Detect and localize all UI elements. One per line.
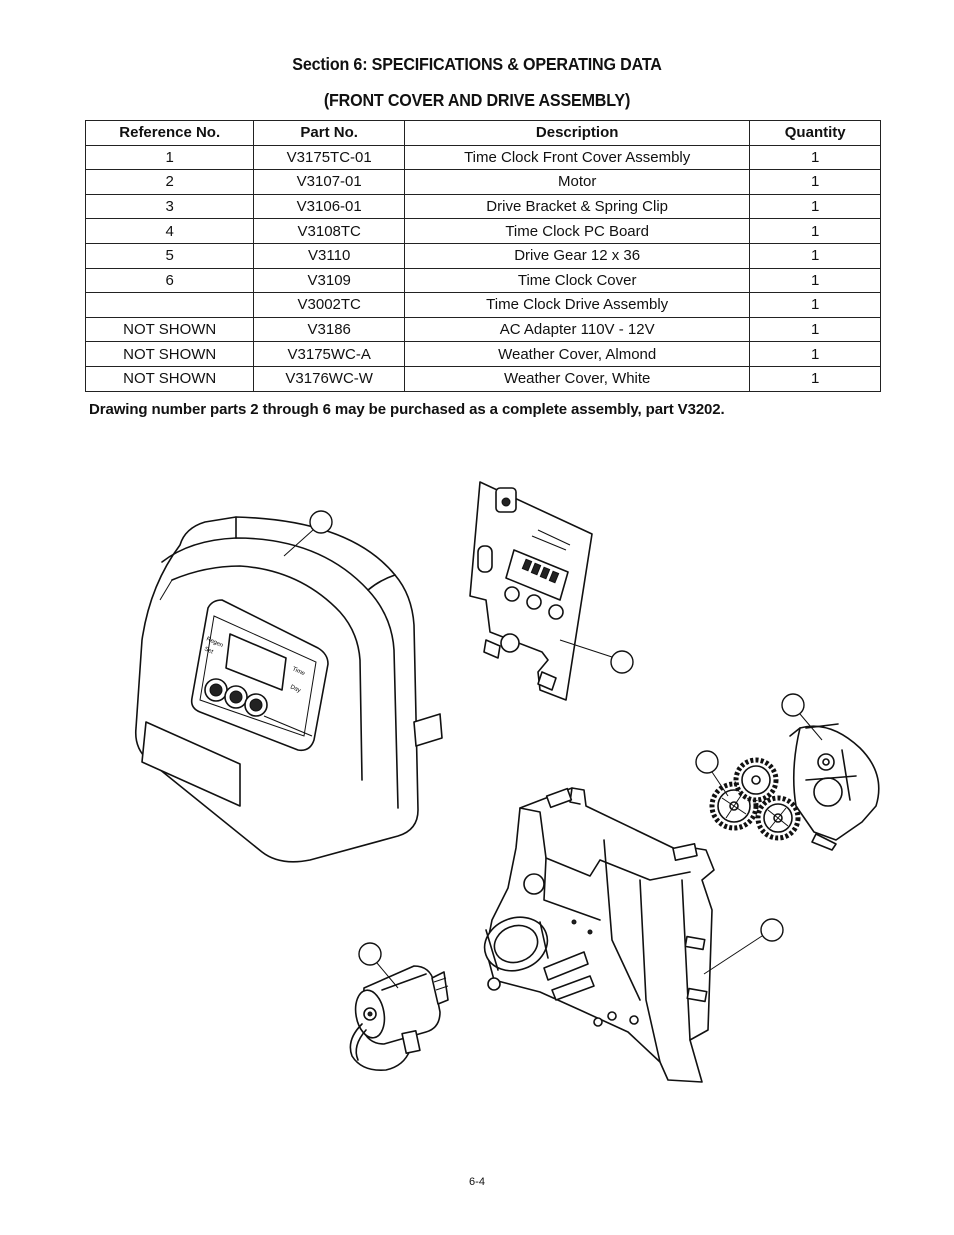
ref-no-cell: NOT SHOWN <box>84 365 255 392</box>
ref-no-cell: 1 <box>84 144 255 171</box>
front-cover-illustration: Regen Set Time Day <box>134 516 443 863</box>
description-cell: Time Clock Cover <box>403 267 751 294</box>
svg-text:Set: Set <box>203 646 214 655</box>
quantity-cell: 1 <box>749 292 881 318</box>
callout-front-cover <box>283 510 333 557</box>
part-no-cell: V3109 <box>253 267 405 294</box>
drive-bracket-illustration <box>483 787 715 1083</box>
description-cell: Drive Bracket & Spring Clip <box>403 193 751 220</box>
callout-drive-gears <box>695 750 729 797</box>
part-no-cell: V3106-01 <box>253 193 405 220</box>
part-no-cell: V3176WC-W <box>253 365 405 392</box>
ref-no-cell: NOT SHOWN <box>84 341 255 367</box>
quantity-cell: 1 <box>749 242 881 269</box>
svg-text:Time: Time <box>291 666 306 677</box>
description-cell: Drive Gear 12 x 36 <box>403 242 751 269</box>
callout-pc-board <box>559 639 634 674</box>
callout-drive-bracket <box>703 918 784 975</box>
description-cell: AC Adapter 110V - 12V <box>403 316 751 343</box>
description-cell: Weather Cover, White <box>403 365 751 392</box>
ref-no-cell: NOT SHOWN <box>84 316 255 343</box>
part-no-cell: V3002TC <box>253 292 405 318</box>
callout-motor <box>358 942 399 989</box>
part-no-cell: V3175TC-01 <box>253 144 405 171</box>
part-no-cell: V3110 <box>253 242 405 269</box>
pc-board-illustration <box>469 481 593 701</box>
description-cell: Time Clock Drive Assembly <box>403 292 751 318</box>
column-header: Reference No. <box>84 120 255 146</box>
ref-no-cell: 3 <box>84 193 255 220</box>
column-header: Quantity <box>749 120 881 146</box>
motor-illustration <box>349 965 449 1072</box>
page-subtitle: (FRONT COVER AND DRIVE ASSEMBLY) <box>323 90 631 110</box>
time-clock-cover-illustration <box>789 723 880 851</box>
part-no-cell: V3108TC <box>253 218 405 244</box>
callout-time-clock-cover <box>781 693 823 741</box>
parts-table: Reference No. Part No. Description Quant… <box>84 120 881 392</box>
svg-text:Day: Day <box>289 684 301 694</box>
drive-gears-illustration <box>709 757 801 841</box>
part-no-cell: V3107-01 <box>253 169 405 195</box>
page-number: 6-4 <box>469 1176 485 1188</box>
description-cell: Weather Cover, Almond <box>403 341 751 367</box>
page-title: Section 6: SPECIFICATIONS & OPERATING DA… <box>292 54 662 74</box>
assembly-note: Drawing number parts 2 through 6 may be … <box>89 401 725 418</box>
quantity-cell: 1 <box>749 365 881 392</box>
table-header-row: Reference No. Part No. Description Quant… <box>84 120 881 146</box>
